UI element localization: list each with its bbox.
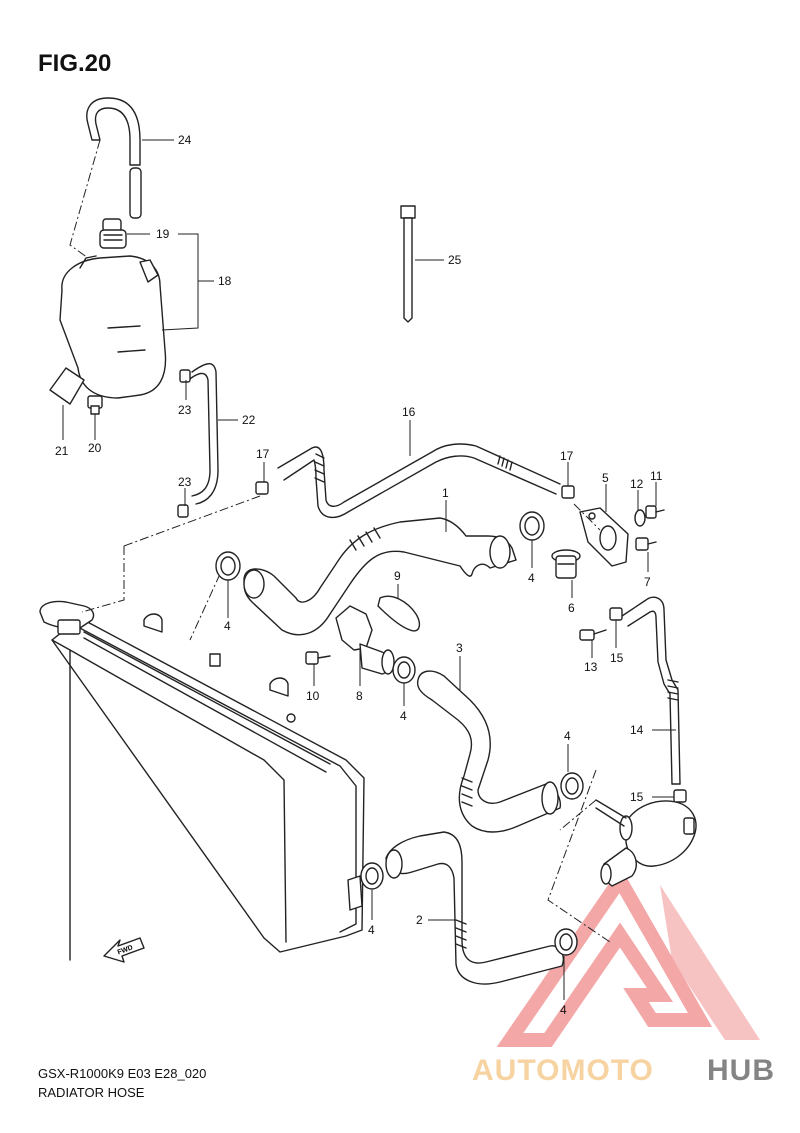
outlet-fitting-8: [335, 605, 395, 675]
callout-4: 4: [400, 709, 407, 723]
callout-2: 2: [416, 913, 423, 927]
callout-4: 4: [560, 1003, 567, 1017]
clip-17-left: [255, 481, 269, 495]
callout-4: 4: [564, 729, 571, 743]
callout-20: 20: [88, 441, 102, 455]
radiator: [39, 600, 365, 961]
cable-tie-25: [400, 205, 416, 323]
bolt-20: [87, 395, 103, 440]
callout-18: 18: [218, 274, 232, 288]
callout-9: 9: [394, 569, 401, 583]
callout-23-upper: 23: [178, 403, 192, 417]
watermark-logo: [496, 866, 760, 1047]
thermostat-6: [551, 549, 581, 579]
callout-3: 3: [456, 641, 463, 655]
callout-14: 14: [630, 723, 644, 737]
callout-22: 22: [242, 413, 256, 427]
clip-15-lower: [673, 789, 687, 803]
callout-23-lower: 23: [178, 475, 192, 489]
hose-clamp-4: [560, 772, 584, 800]
callout-11: 11: [650, 469, 663, 483]
reservoir-cap-19: [99, 218, 127, 249]
callout-16: 16: [402, 405, 416, 419]
label-sticker-21: [49, 367, 85, 440]
radiator-hose-1: [243, 517, 517, 636]
hose-clamp-4: [215, 551, 241, 581]
bolt-11: [645, 505, 665, 519]
dashed-guide: [559, 799, 597, 831]
radiator-hose-3: [416, 670, 561, 833]
dashed-guide: [123, 495, 261, 547]
callout-24: 24: [178, 133, 192, 147]
o-ring-12: [634, 509, 646, 527]
clip-17-right: [561, 485, 575, 499]
dashed-guide: [573, 503, 601, 531]
breather-hose-24: [86, 97, 142, 219]
overflow-hose-22: [185, 363, 219, 505]
callout-1: 1: [442, 486, 449, 500]
callout-17-right: 17: [560, 449, 574, 463]
clip-23-upper: [179, 369, 191, 383]
radiator-hose-2: [385, 831, 564, 985]
section-name: RADIATOR HOSE: [38, 1085, 145, 1100]
gasket-9: [377, 595, 421, 632]
callout-4: 4: [528, 571, 535, 585]
callout-17-left: 17: [256, 447, 270, 461]
callout-12: 12: [630, 477, 644, 491]
bypass-hose-16: [277, 443, 561, 519]
clip-15-upper: [609, 607, 623, 621]
callout-7: 7: [644, 575, 651, 589]
callout-labels: 24 19 18 25 21 20 23 22 16 17 17 23 1 5 …: [55, 133, 663, 1017]
reservoir-tank-18: [59, 255, 167, 399]
hose-clamp-4: [519, 511, 545, 541]
hose-clamp-4: [554, 928, 578, 956]
callout-5: 5: [602, 471, 609, 485]
bolt-10: [305, 651, 331, 665]
dashed-guide: [69, 139, 101, 259]
callout-8: 8: [356, 689, 363, 703]
callout-15-lower: 15: [630, 790, 644, 804]
hose-clamp-4: [360, 862, 384, 890]
watermark-text: AUTOMOTO HUB: [472, 1054, 775, 1087]
clip-23-lower: [177, 504, 189, 518]
callout-19: 19: [156, 227, 170, 241]
bolt-13: [579, 629, 607, 641]
callout-4: 4: [368, 923, 375, 937]
dashed-guide: [189, 573, 221, 641]
callout-15-upper: 15: [610, 651, 624, 665]
watermark-part1: AUTOMOTO: [472, 1054, 654, 1087]
bolt-7: [635, 537, 657, 551]
leader-lines: [127, 139, 676, 1000]
callout-13: 13: [584, 660, 598, 674]
fwd-arrow-icon: FWD: [103, 937, 145, 963]
callout-6: 6: [568, 601, 575, 615]
watermark-part2: HUB: [707, 1054, 775, 1087]
callout-21: 21: [55, 444, 69, 458]
callout-4: 4: [224, 619, 231, 633]
model-code: GSX-R1000K9 E03 E28_020: [38, 1066, 207, 1081]
dashed-guide: [81, 546, 125, 613]
figure-title: FIG.20: [38, 50, 112, 77]
hose-clamp-4: [392, 656, 416, 684]
pump-hose-14: [621, 596, 681, 785]
callout-10: 10: [306, 689, 320, 703]
callout-25: 25: [448, 253, 462, 267]
water-pump: [595, 799, 697, 887]
